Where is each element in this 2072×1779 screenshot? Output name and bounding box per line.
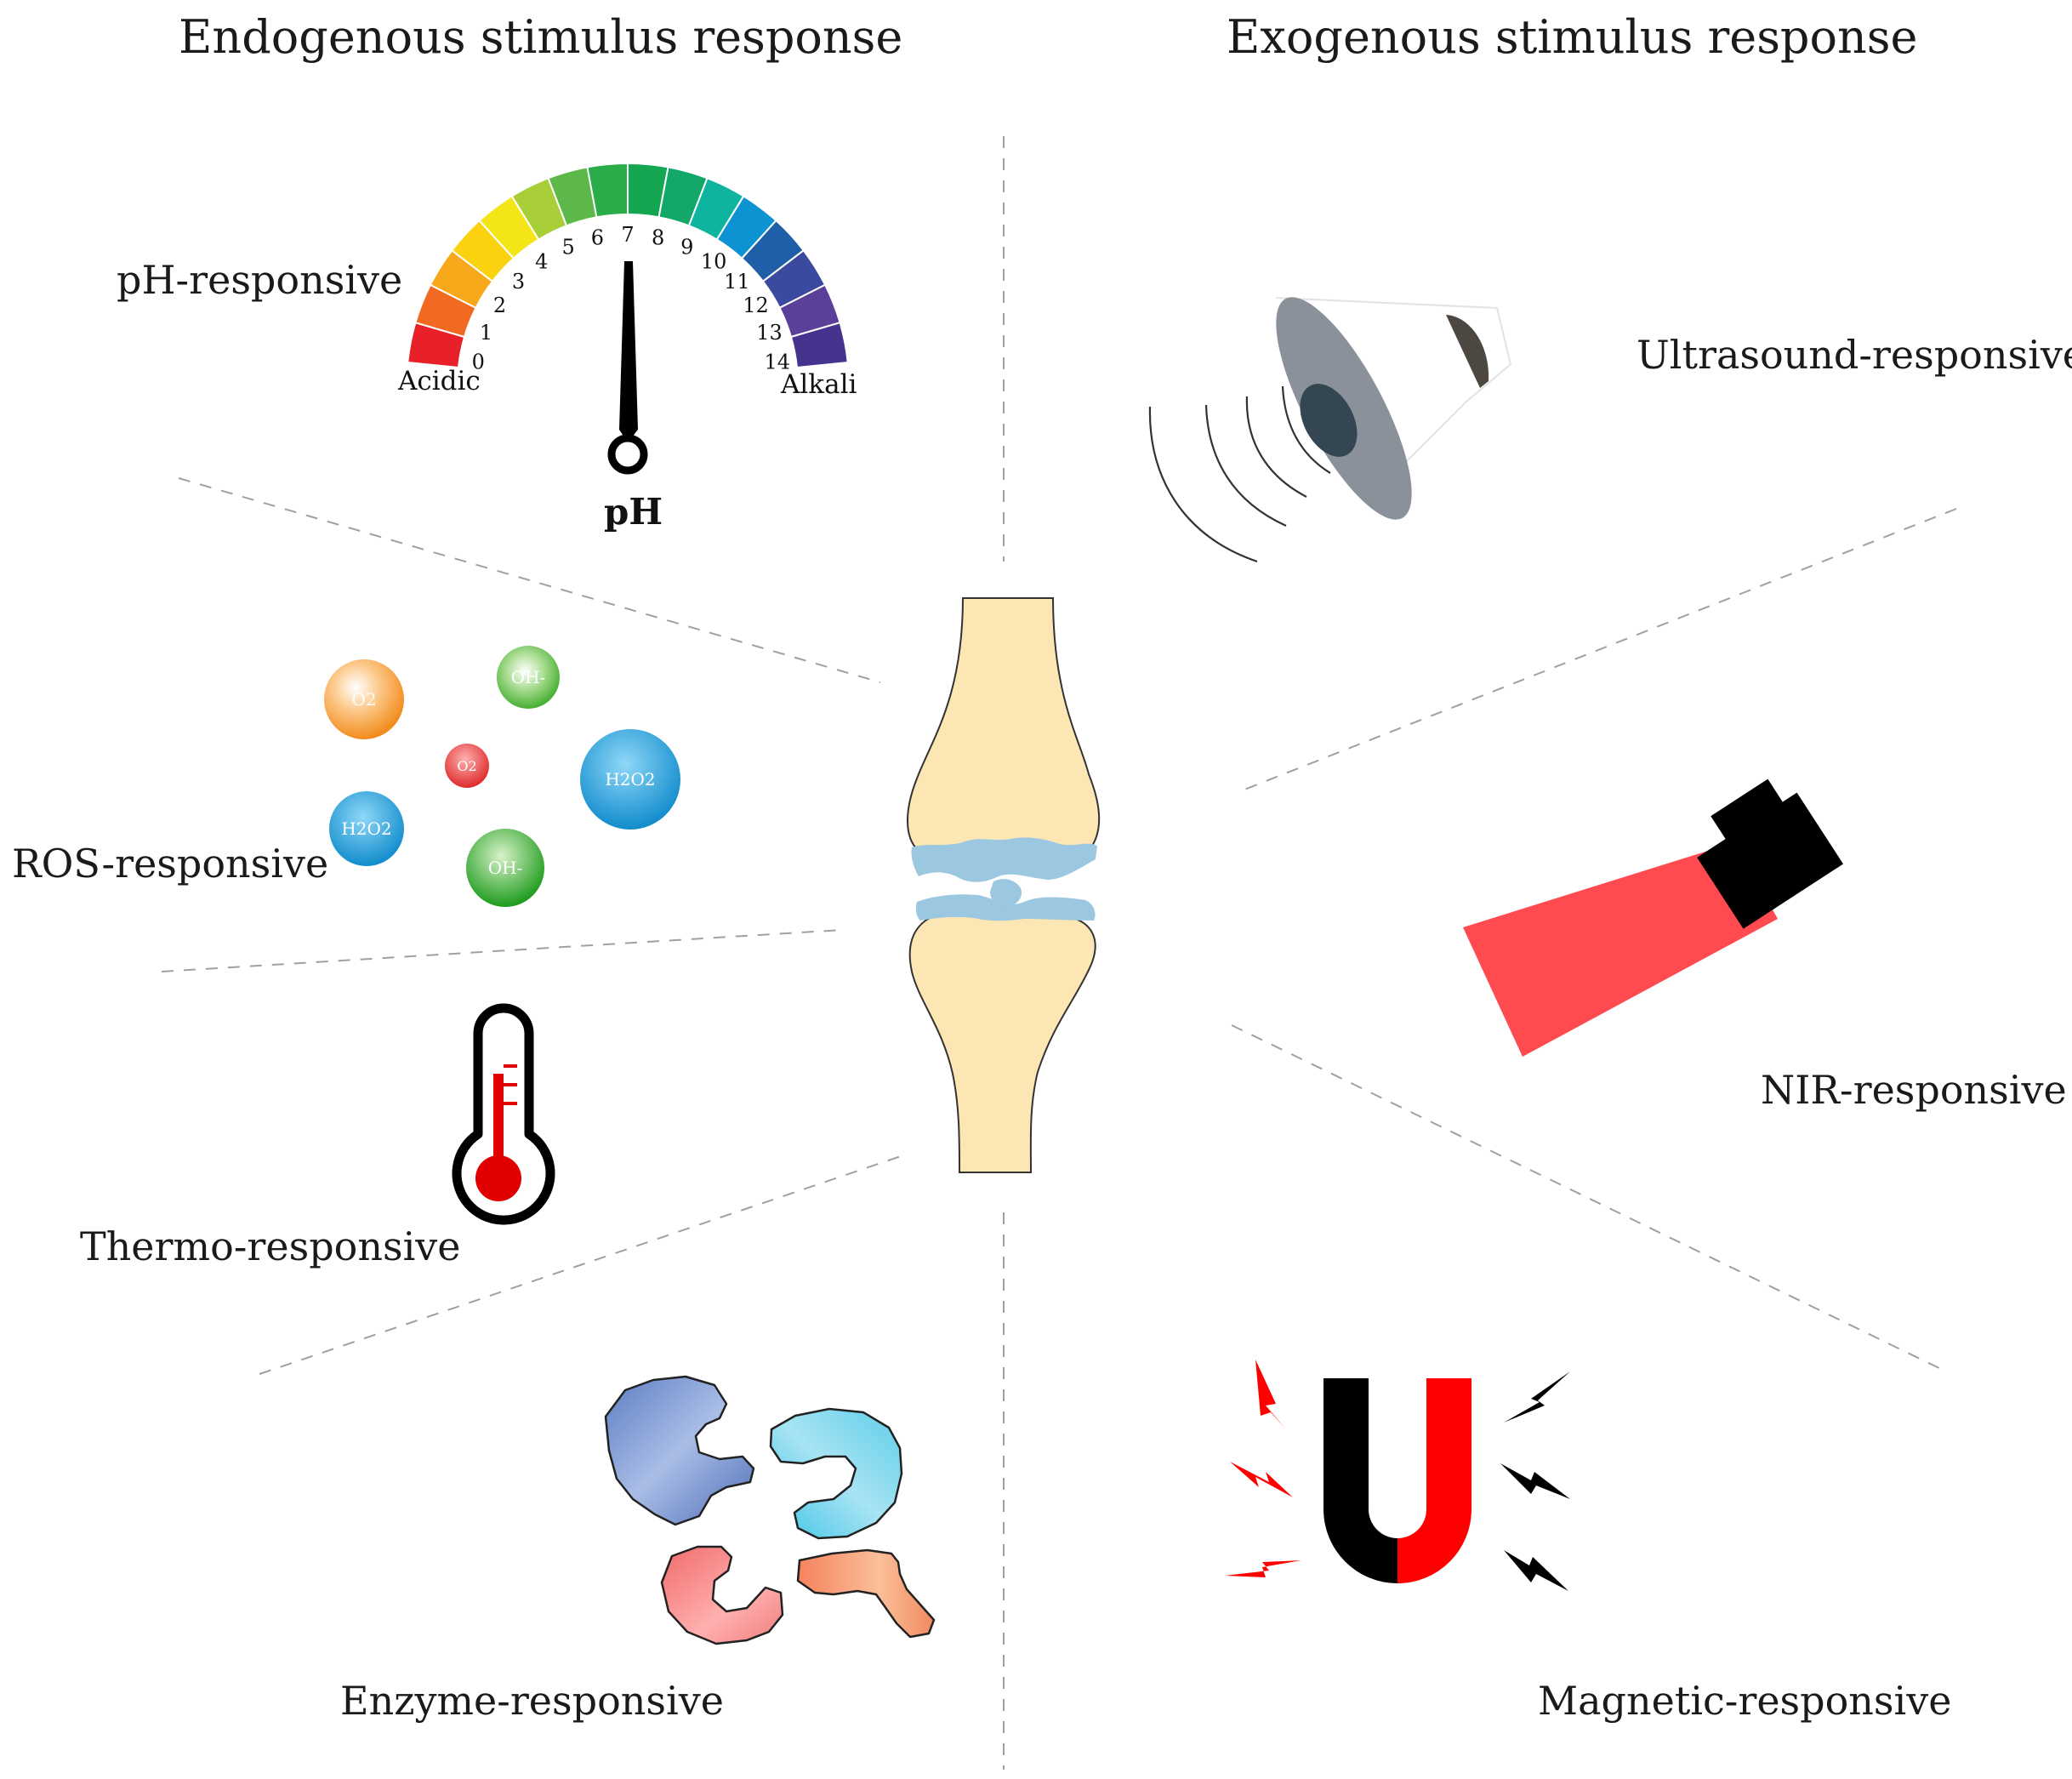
molecule-o2-orange: O2 — [324, 659, 404, 739]
enzyme-shapes — [604, 1375, 936, 1645]
enzyme-pink — [660, 1545, 784, 1645]
ph-responsive-label: pH-responsive — [117, 257, 403, 303]
ultrasound-transducer-icon — [1148, 297, 1512, 563]
ph-tick-label: 14 — [764, 351, 790, 374]
magnet-icon — [1225, 1360, 1570, 1591]
enzyme-blue — [604, 1375, 755, 1526]
svg-text:OH-: OH- — [488, 858, 523, 878]
molecule-h2o2-small: H2O2 — [329, 791, 404, 866]
ph-needle-pivot — [607, 434, 648, 475]
tibia — [908, 909, 1096, 1173]
ph-tick-label: 6 — [591, 226, 604, 250]
molecule-o2-red: O2 — [445, 744, 489, 788]
nir-beam — [1463, 842, 1778, 1057]
ros-responsive-label: ROS-responsive — [12, 841, 329, 887]
ph-tick-label: 3 — [512, 270, 525, 294]
svg-text:O2: O2 — [457, 758, 476, 774]
ph-tick-label: 10 — [701, 250, 727, 274]
ph-tick-label: 2 — [493, 294, 506, 317]
ph-tick-label: 11 — [724, 270, 750, 294]
svg-text:OH-: OH- — [511, 667, 546, 687]
ph-needle — [619, 261, 638, 442]
ph-alkali-label: Alkali — [780, 369, 857, 400]
ph-tick-label: 13 — [756, 321, 783, 345]
ph-tick-label: 4 — [535, 250, 548, 274]
enzyme-orange — [796, 1548, 936, 1639]
ph-center-label: pH — [604, 491, 663, 533]
enzyme-cyan — [769, 1407, 903, 1540]
magnetic-responsive-label: Magnetic-responsive — [1538, 1678, 1952, 1724]
exogenous-header: Exogenous stimulus response — [1227, 10, 1918, 64]
molecule-oh-green-small: OH- — [497, 646, 560, 709]
cartilage-lower — [915, 894, 1096, 921]
nir-laser-icon — [1463, 778, 1844, 1057]
cartilage-upper — [911, 837, 1097, 882]
ultrasound-responsive-label: Ultrasound-responsive — [1637, 332, 2072, 378]
femur — [907, 597, 1101, 870]
ph-tick-label: 5 — [562, 235, 575, 259]
ph-tick-label: 9 — [680, 235, 693, 259]
divider-lines — [161, 136, 1957, 1770]
nir-responsive-label: NIR-responsive — [1761, 1067, 2067, 1113]
ph-tick-label: 7 — [621, 223, 634, 247]
ph-tick-label: 1 — [480, 321, 492, 345]
joint-gap-fragment — [990, 879, 1022, 907]
ros-molecules: O2 OH- O2 H2O2 H2O2 OH- — [324, 646, 680, 907]
ph-color-segments — [407, 162, 849, 369]
ph-tick-label: 0 — [472, 351, 485, 374]
enzyme-responsive-label: Enzyme-responsive — [340, 1678, 724, 1724]
sound-waves — [1148, 385, 1331, 563]
svg-text:H2O2: H2O2 — [605, 769, 655, 790]
thermometer-icon — [452, 1003, 555, 1225]
lightning-bolts-black — [1500, 1371, 1570, 1591]
ph-acidic-label: Acidic — [397, 366, 481, 396]
molecule-oh-green: OH- — [466, 829, 544, 907]
endogenous-header: Endogenous stimulus response — [179, 10, 903, 64]
svg-text:O2: O2 — [351, 689, 376, 710]
thermo-responsive-label: Thermo-responsive — [80, 1223, 461, 1269]
ph-tick-label: 12 — [743, 294, 769, 317]
molecule-h2o2-large: H2O2 — [580, 729, 680, 830]
svg-text:H2O2: H2O2 — [341, 818, 391, 839]
ph-tick-label: 8 — [652, 226, 664, 250]
knee-joint — [907, 597, 1101, 1173]
lightning-bolts-red — [1225, 1360, 1301, 1577]
ph-segment — [789, 321, 849, 369]
